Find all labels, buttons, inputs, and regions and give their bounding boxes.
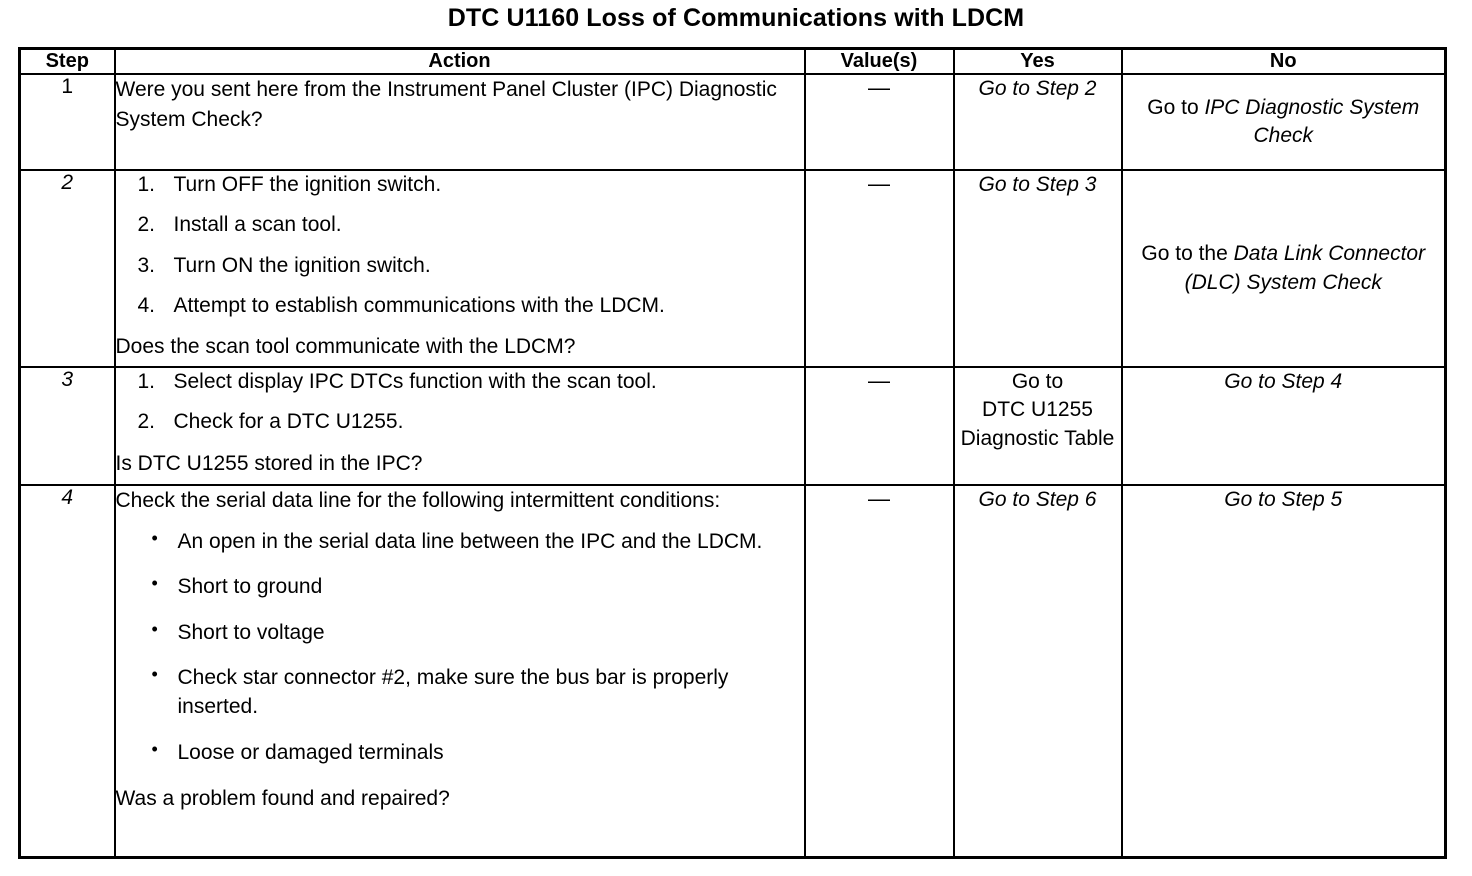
list-item-text: Turn OFF the ignition switch. (173, 173, 442, 196)
list-item-number: 1. (137, 370, 156, 393)
action-question-text: Does the scan tool communicate with the … (115, 335, 576, 359)
value-cell: — (803, 366, 955, 486)
list-item: 2. Check for a DTC U1255. (116, 408, 804, 435)
action-cell: 1. Select display IPC DTCs function with … (113, 366, 806, 486)
numbered-step-list: 1. Turn OFF the ignition switch. 2. Instal… (116, 171, 804, 319)
list-item: • Short to ground (116, 573, 804, 602)
bullet-list: • An open in the serial data line between… (116, 528, 804, 767)
list-item-number: 2. (137, 213, 156, 237)
list-item-text: Short to ground (177, 575, 323, 599)
action-lead-text: Were you sent here from the Instrument P… (115, 78, 777, 131)
step-number: 4 (18, 484, 116, 858)
list-item-text: Check star connector #2, make sure the b… (177, 666, 729, 718)
list-item: 4. Attempt to establish communications wi… (116, 292, 804, 319)
list-item-text: Install a scan tool. (173, 213, 342, 237)
value-cell: — (803, 73, 955, 171)
diagnostic-table: Step Action Value(s) Yes No 1 Were you s… (18, 47, 1447, 859)
list-item-text: Select display IPC DTCs function with th… (173, 370, 657, 393)
bullet-icon: • (151, 618, 158, 639)
no-branch-text: Go to Step 4 (1224, 370, 1343, 393)
table-body: 1 Were you sent here from the Instrument… (18, 73, 1447, 858)
column-header-action: Action (113, 47, 806, 75)
column-header-no: No (1120, 47, 1447, 75)
list-item-text: An open in the serial data line between … (177, 529, 763, 553)
action-cell: 1. Turn OFF the ignition switch. 2. Instal… (113, 169, 806, 368)
yes-branch-line-2: DTC U1255 (982, 398, 1093, 422)
list-item: • Loose or damaged terminals (116, 739, 804, 768)
list-item: • Check star connector #2, make sure the … (116, 664, 804, 721)
action-cell: Check the serial data line for the follo… (113, 484, 806, 858)
list-item-text: Attempt to establish communications with… (173, 293, 665, 317)
list-item-text: Turn ON the ignition switch. (173, 253, 431, 277)
yes-branch-cell: Go to DTC U1255 Diagnostic Table (952, 366, 1123, 486)
value-cell: — (803, 484, 955, 858)
no-branch-cell: Go to the Data Link Connector (DLC) Syst… (1120, 169, 1447, 368)
list-item-text: Loose or damaged terminals (177, 740, 444, 764)
list-item: 1. Turn OFF the ignition switch. (116, 171, 804, 198)
no-branch-cell: Go to Step 4 (1120, 366, 1447, 486)
yes-branch-text: Go to Step 3 (978, 173, 1097, 196)
list-item-number: 4. (137, 293, 156, 317)
bullet-icon: • (151, 527, 158, 548)
list-item: • An open in the serial data line between… (116, 528, 804, 557)
list-item-number: 1. (137, 173, 156, 196)
bullet-icon: • (151, 664, 158, 685)
step-number: 3 (18, 366, 116, 486)
action-question-text: Was a problem found and repaired? (115, 787, 450, 811)
step-number: 1 (18, 73, 116, 171)
bullet-icon: • (151, 573, 158, 594)
no-branch-cell: Go to Step 5 (1120, 484, 1447, 858)
step-number: 2 (18, 169, 116, 368)
table-row: 4 Check the serial data line for the fol… (18, 484, 1447, 858)
column-header-value: Value(s) (803, 47, 955, 75)
list-item: 1. Select display IPC DTCs function with … (116, 368, 804, 395)
yes-branch-line-1: Go to (1011, 370, 1064, 393)
yes-branch-text: Go to Step 6 (978, 488, 1097, 511)
numbered-step-list: 1. Select display IPC DTCs function with … (116, 368, 804, 436)
column-header-step: Step (18, 47, 116, 75)
table-row: 1 Were you sent here from the Instrument… (18, 73, 1447, 171)
action-question-text: Is DTC U1255 stored in the IPC? (115, 451, 423, 475)
list-item-number: 2. (137, 410, 156, 434)
table-row: 2 1. Turn OFF the ignition switch. 2. Inst… (18, 169, 1447, 368)
table-header-row: Step Action Value(s) Yes No (18, 47, 1447, 75)
action-cell: Were you sent here from the Instrument P… (113, 73, 806, 171)
yes-branch-cell: Go to Step 3 (952, 169, 1123, 368)
table-header: Step Action Value(s) Yes No (18, 47, 1447, 75)
list-item-number: 3. (137, 253, 156, 277)
table-row: 3 1. Select display IPC DTCs function wit… (18, 366, 1447, 486)
no-branch-prefix: Go to the (1141, 242, 1234, 266)
column-header-yes: Yes (952, 47, 1123, 75)
no-branch-text: Go to Step 5 (1224, 488, 1343, 511)
list-item: 2. Install a scan tool. (116, 211, 804, 238)
list-item-text: Check for a DTC U1255. (173, 410, 404, 434)
no-branch-prefix: Go to (1147, 95, 1205, 119)
no-branch-target: IPC Diagnostic System Check (1204, 95, 1420, 147)
bullet-icon: • (151, 738, 158, 759)
no-branch-target: Data Link Connector (DLC) System Check (1184, 242, 1426, 294)
list-item: • Short to voltage (116, 619, 804, 648)
no-branch-cell: Go to IPC Diagnostic System Check (1120, 73, 1447, 171)
yes-branch-text: Go to Step 2 (978, 77, 1097, 100)
yes-branch-cell: Go to Step 6 (952, 484, 1123, 858)
list-item: 3. Turn ON the ignition switch. (116, 252, 804, 279)
yes-branch-cell: Go to Step 2 (952, 73, 1123, 171)
value-cell: — (803, 169, 955, 368)
action-lead-text: Check the serial data line for the follo… (115, 489, 721, 512)
list-item-text: Short to voltage (177, 620, 325, 644)
page-title: DTC U1160 Loss of Communications with LD… (447, 4, 1025, 32)
yes-branch-line-3: Diagnostic Table (960, 426, 1115, 450)
